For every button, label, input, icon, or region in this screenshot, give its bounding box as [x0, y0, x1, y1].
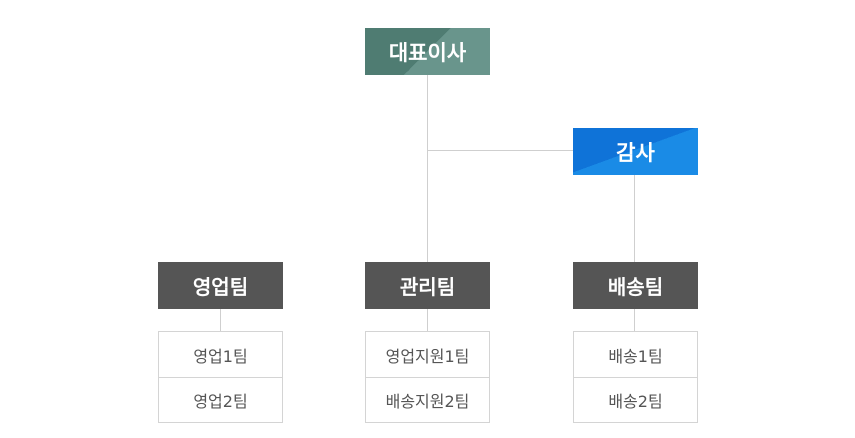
connector-audit-to-delivery	[634, 175, 635, 262]
audit-node: 감사	[573, 128, 698, 175]
ceo-node: 대표이사	[365, 28, 490, 75]
connector-to-audit	[427, 150, 573, 151]
admin-team-node: 관리팀	[365, 262, 490, 309]
connector-ceo-to-admin	[427, 75, 428, 262]
admin-subteam-list: 영업지원1팀 배송지원2팀	[365, 331, 490, 423]
subteam-item: 영업2팀	[159, 377, 282, 422]
delivery-team-node: 배송팀	[573, 262, 698, 309]
subteam-item: 영업1팀	[193, 346, 248, 366]
subteam-item: 배송1팀	[608, 346, 663, 366]
subteam-item: 배송지원2팀	[366, 377, 489, 422]
subteam-item: 배송2팀	[574, 377, 697, 422]
sales-subteam-list: 영업1팀 영업2팀	[158, 331, 283, 423]
subteam-item: 영업지원1팀	[385, 346, 470, 366]
connector-admin-sub	[427, 309, 428, 331]
sales-team-node: 영업팀	[158, 262, 283, 309]
delivery-subteam-list: 배송1팀 배송2팀	[573, 331, 698, 423]
connector-delivery-sub	[634, 309, 635, 331]
connector-sales-sub	[220, 309, 221, 331]
